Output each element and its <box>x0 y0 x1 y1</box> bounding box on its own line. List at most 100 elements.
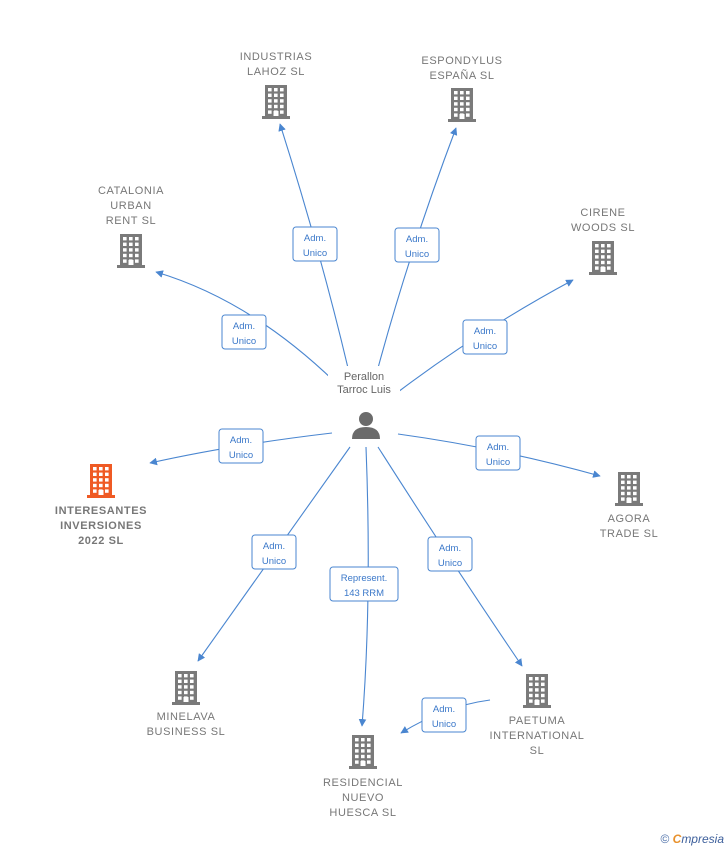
company-name-line: URBAN <box>110 200 152 212</box>
company-name-line: RENT SL <box>106 215 156 227</box>
company-name-line: HUESCA SL <box>329 807 396 819</box>
role-label: Adm.Unico <box>405 234 429 260</box>
role-label-line: Unico <box>232 336 256 347</box>
company-name[interactable]: CIRENE WOODS SL <box>571 207 635 234</box>
company-node-catalonia-urban-rent[interactable]: CATALONIA URBAN RENT SL <box>98 185 164 268</box>
role-label-box <box>221 314 267 350</box>
role-label-line: Adm. <box>487 442 509 453</box>
company-name-line: INVERSIONES <box>60 520 142 532</box>
company-name-line: BUSINESS SL <box>147 726 226 738</box>
company-name-line: SL <box>530 745 545 757</box>
brand-logo: Cmpresia <box>672 832 724 846</box>
relation-edge[interactable]: Adm. Unico <box>155 270 336 383</box>
role-label: Adm.Unico <box>473 326 497 352</box>
role-label: Adm. Unico <box>232 321 256 347</box>
relation-edge[interactable]: Adm.Unico <box>149 428 333 466</box>
company-name-line: CATALONIA <box>98 185 164 197</box>
company-name[interactable]: CATALONIA URBAN RENT SL <box>98 185 164 227</box>
company-name-line: PAETUMA <box>509 715 566 727</box>
relation-edge[interactable]: Adm. Unico <box>197 446 351 662</box>
role-label: Adm. Unico <box>486 442 510 468</box>
role-label-box <box>421 697 467 733</box>
role-label-box <box>218 428 264 464</box>
relation-edge[interactable]: Adm.Unico <box>278 123 349 369</box>
company-name[interactable]: INTERESANTES INVERSIONES 2022 SL <box>55 505 147 547</box>
role-label-line: Unico <box>432 719 456 730</box>
role-label-box <box>427 536 473 572</box>
company-name-line: LAHOZ SL <box>247 66 305 78</box>
company-name-line: TRADE SL <box>600 528 659 540</box>
role-label-line: Unico <box>229 450 253 461</box>
role-label-box <box>475 435 521 471</box>
company-node-cirene-woods[interactable]: CIRENE WOODS SL <box>571 207 635 275</box>
copyright-symbol: © <box>660 832 670 846</box>
company-node-industrias-lahoz[interactable]: INDUSTRIAS LAHOZ SL <box>240 51 313 119</box>
role-label-line: 143 RRM <box>344 588 384 599</box>
role-label-line: Represent. <box>341 573 387 584</box>
role-label: Adm.Unico <box>432 704 456 730</box>
role-label-line: Adm. <box>263 541 285 552</box>
company-name-line: INDUSTRIAS <box>240 51 313 63</box>
edge-arrow <box>155 270 336 383</box>
role-label-line: Unico <box>262 556 286 567</box>
company-node-agora-trade[interactable]: AGORA TRADE SL <box>600 472 659 540</box>
company-node-residencial-nuevo-huesca[interactable]: RESIDENCIAL NUEVO HUESCA SL <box>323 735 403 819</box>
person-name-line: Perallon <box>344 371 384 383</box>
building-icon <box>349 735 377 769</box>
role-label-line: Unico <box>405 249 429 260</box>
company-name[interactable]: RESIDENCIAL NUEVO HUESCA SL <box>323 777 403 819</box>
building-icon <box>589 241 617 275</box>
building-icon <box>87 464 115 498</box>
company-node-espondylus-espana[interactable]: ESPONDYLUS ESPAÑA SL <box>421 55 502 122</box>
person-label-backdrop <box>328 366 400 396</box>
company-name[interactable]: INDUSTRIAS LAHOZ SL <box>240 51 313 78</box>
company-name-line: WOODS SL <box>571 222 635 234</box>
role-label-line: Unico <box>486 457 510 468</box>
role-label: Represent. 143 RRM <box>341 573 387 599</box>
relation-edge[interactable]: Adm.Unico <box>377 127 458 369</box>
person-icon <box>352 412 380 439</box>
role-label-line: Adm. <box>474 326 496 337</box>
company-name-line: ESPAÑA SL <box>429 69 494 82</box>
company-node-paetuma-international[interactable]: PAETUMA INTERNATIONAL SL <box>490 674 585 757</box>
company-name[interactable]: PAETUMA INTERNATIONAL SL <box>490 715 585 757</box>
building-icon <box>117 234 145 268</box>
company-name-line: ESPONDYLUS <box>421 55 502 67</box>
role-label-line: Unico <box>438 558 462 569</box>
building-icon <box>172 671 200 705</box>
company-name[interactable]: ESPONDYLUS ESPAÑA SL <box>421 55 502 82</box>
company-name-line: CIRENE <box>580 207 625 219</box>
relation-edge[interactable]: Adm. Unico <box>377 446 523 667</box>
company-node-interesantes-inversiones[interactable]: INTERESANTES INVERSIONES 2022 SL <box>55 464 147 547</box>
company-name-line: 2022 SL <box>78 535 124 547</box>
role-label: Adm.Unico <box>229 435 253 461</box>
company-name-line: INTERNATIONAL <box>490 730 585 742</box>
role-label: Adm. Unico <box>438 543 462 569</box>
role-label: Adm.Unico <box>303 233 327 259</box>
relation-edge[interactable]: Adm.Unico <box>400 697 491 734</box>
company-name-line: RESIDENCIAL <box>323 777 403 789</box>
company-name[interactable]: AGORA TRADE SL <box>600 513 659 540</box>
building-icon <box>523 674 551 708</box>
role-label-line: Adm. <box>233 321 255 332</box>
role-label-line: Adm. <box>439 543 461 554</box>
role-label: Adm. Unico <box>262 541 286 567</box>
footer-brand[interactable]: © Cmpresia <box>660 832 724 846</box>
relation-edge[interactable]: Represent. 143 RRM <box>329 446 399 727</box>
role-label-line: Unico <box>303 248 327 259</box>
role-label-box <box>329 566 399 602</box>
role-label-box <box>292 226 338 262</box>
building-icon <box>448 88 476 122</box>
relation-edge[interactable]: Adm. Unico <box>397 433 601 478</box>
company-name-line: INTERESANTES <box>55 505 147 517</box>
relation-edge[interactable]: Adm.Unico <box>397 279 574 393</box>
company-name-line: AGORA <box>608 513 651 525</box>
company-name-line: NUEVO <box>342 792 384 804</box>
role-label-box <box>251 534 297 570</box>
building-icon <box>615 472 643 506</box>
